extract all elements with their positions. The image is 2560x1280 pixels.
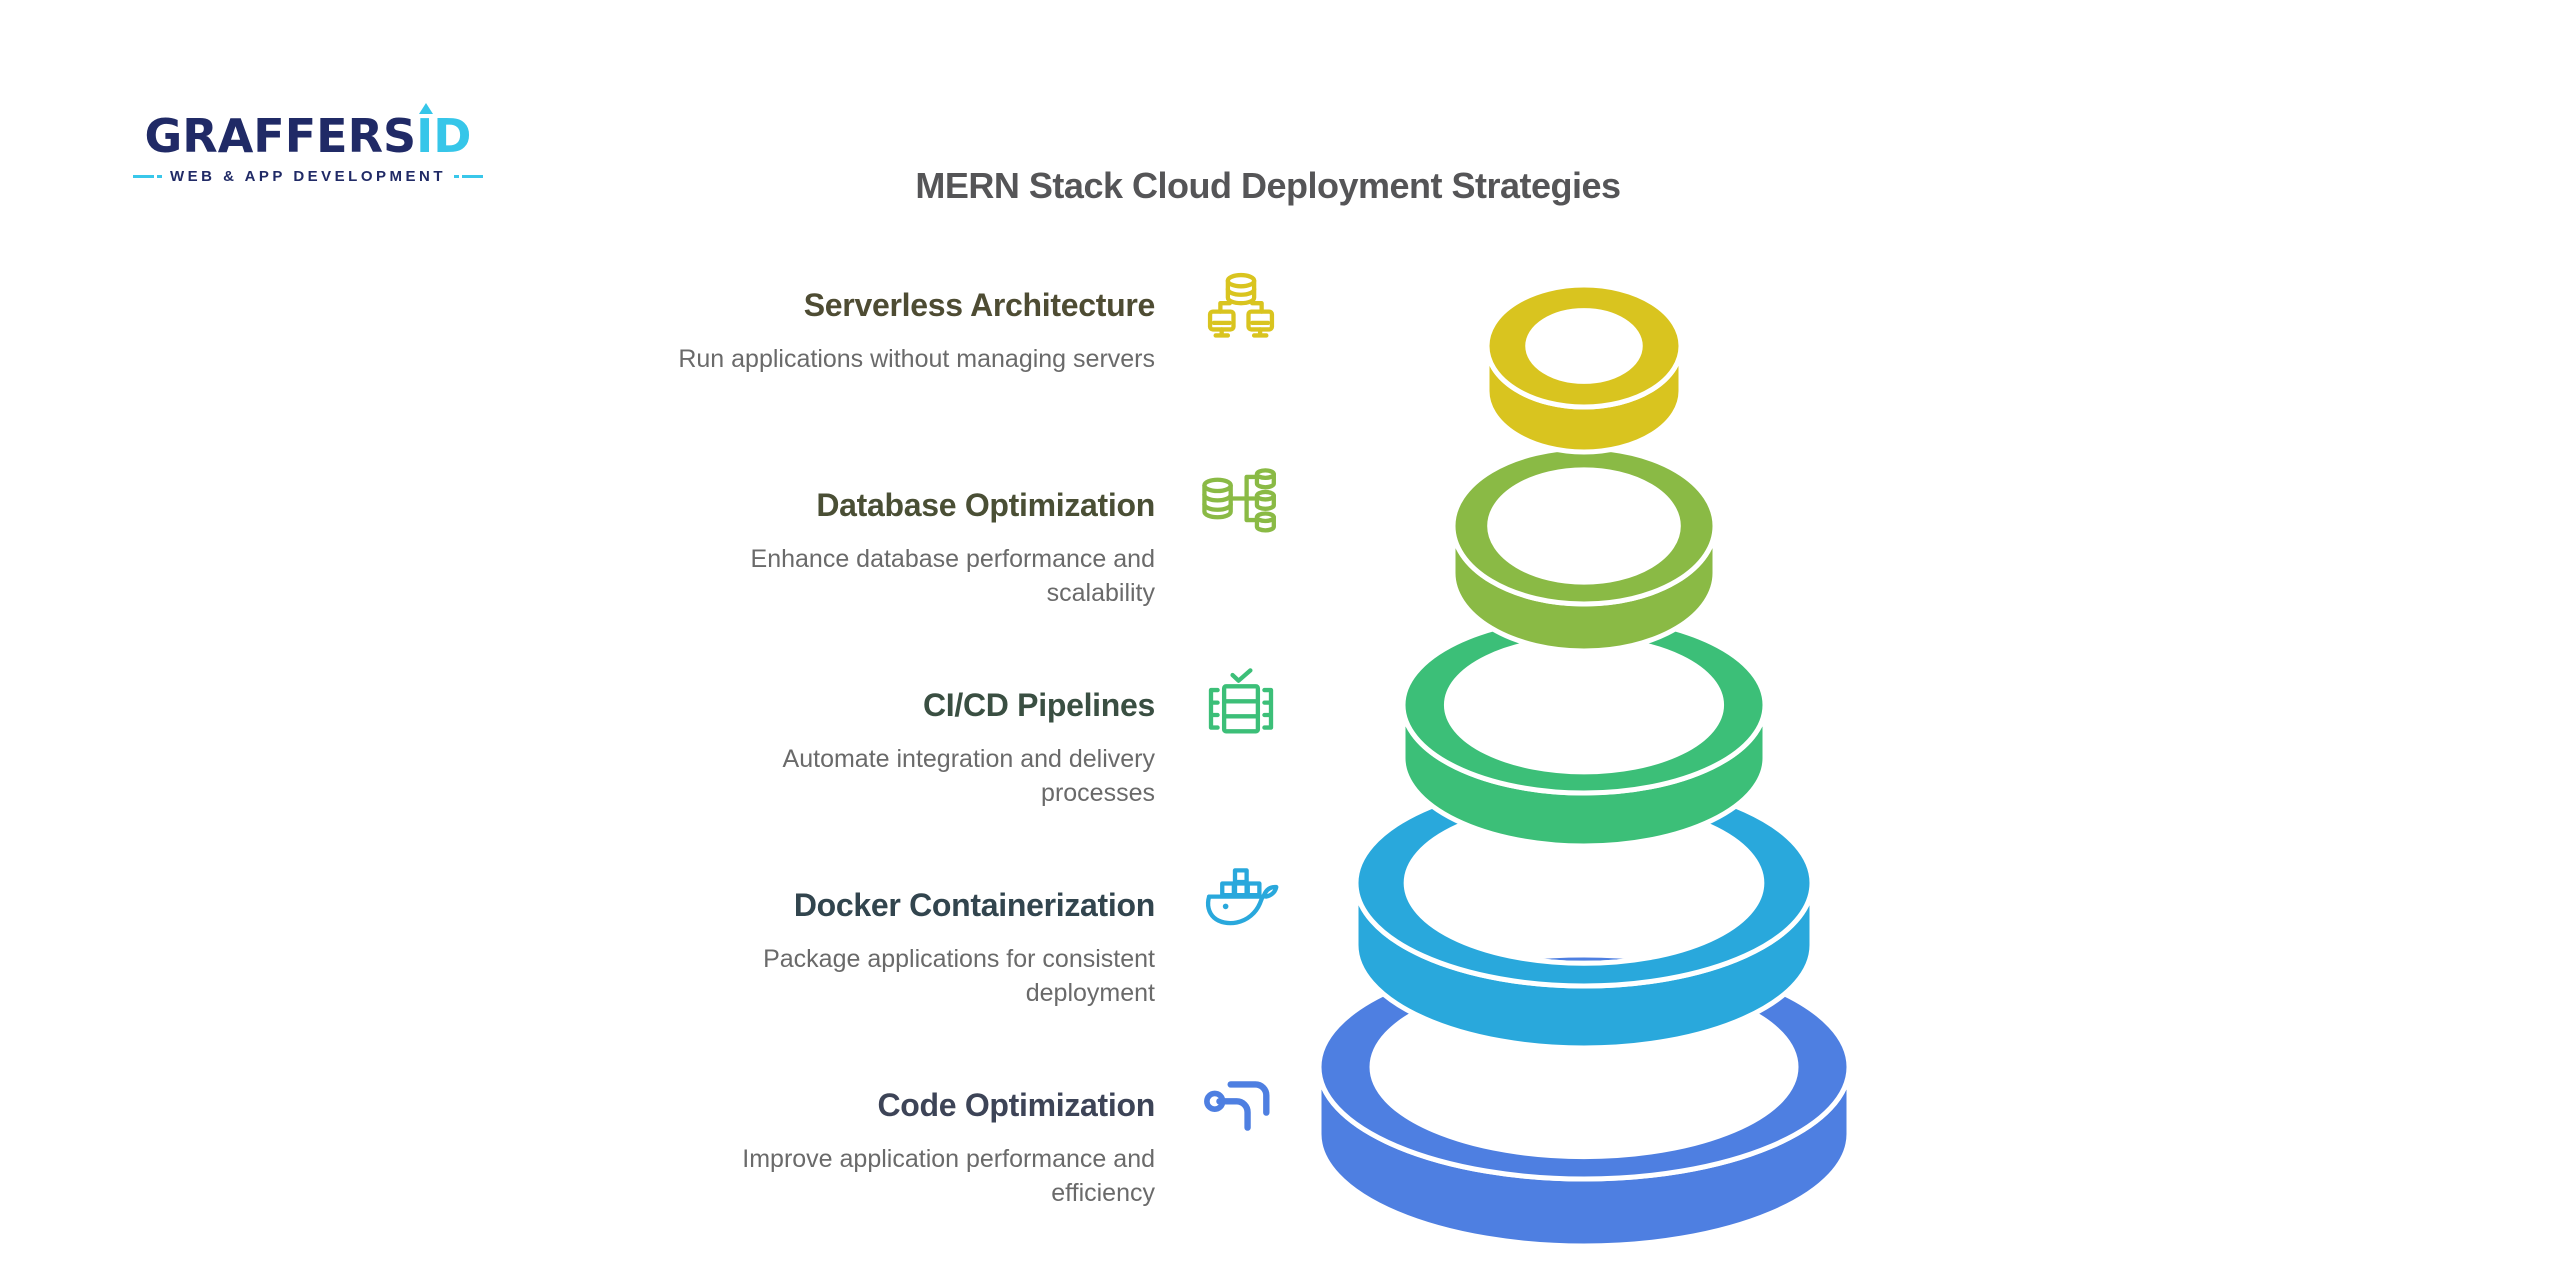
ring-5-code-optimization <box>1316 952 1852 1249</box>
item-heading: Docker Containerization <box>793 887 1155 923</box>
item-heading: Database Optimization <box>816 487 1155 523</box>
tagline-rule-left <box>133 175 155 179</box>
item-description: Package applications for consistent depl… <box>763 944 1155 1008</box>
list-item-serverless: Serverless Architecture Run applications… <box>535 287 1155 376</box>
item-description: Run applications without managing server… <box>678 344 1155 373</box>
tagline-rule-right <box>461 175 483 179</box>
item-description: Enhance database performance and scalabi… <box>750 544 1155 608</box>
database-cluster-icon <box>1196 461 1286 551</box>
logo-tagline: WEB & APP DEVELOPMENT <box>169 168 447 186</box>
logo-accent-text: ID <box>416 103 471 160</box>
logo-brand-text: GRAFFERS <box>144 109 417 163</box>
tagline-dash-right <box>454 175 459 179</box>
list-item-cicd: CI/CD Pipelines Automate integration and… <box>535 687 1156 811</box>
list-item-docker: Docker Containerization Package applicat… <box>535 887 1155 1011</box>
tagline-dash-left <box>157 175 162 179</box>
page-title: MERN Stack Cloud Deployment Strategies <box>915 165 1621 206</box>
pencil-tip-icon <box>419 103 434 114</box>
ring-1-serverless-architecture <box>1484 282 1684 455</box>
list-item-database: Database Optimization Enhance database p… <box>535 487 1156 611</box>
item-description: Automate integration and delivery proces… <box>782 744 1155 808</box>
pipeline-server-check-icon <box>1196 661 1286 751</box>
list-item-code: Code Optimization Improve application pe… <box>535 1087 1155 1211</box>
logo-tagline-row: WEB & APP DEVELOPMENT <box>133 168 483 185</box>
item-description: Improve application performance and effi… <box>742 1144 1155 1208</box>
docker-whale-icon <box>1196 861 1286 951</box>
item-heading: Serverless Architecture <box>803 287 1156 323</box>
stacked-rings-diagram <box>1316 282 1852 1249</box>
ring-2-database-optimization <box>1450 445 1718 654</box>
code-arrows-icon <box>1196 1061 1286 1151</box>
item-heading: Code Optimization <box>877 1087 1155 1123</box>
server-network-icon <box>1196 261 1286 351</box>
item-heading: CI/CD Pipelines <box>922 687 1155 723</box>
